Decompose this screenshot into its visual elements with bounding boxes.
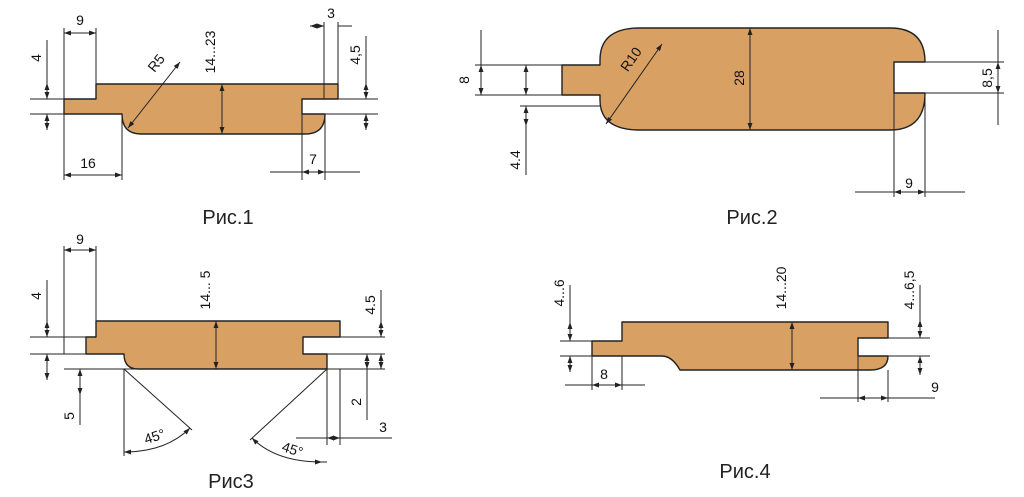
figure-4: 4...6 14...20 4...6,5 8 9 Рис.4 bbox=[551, 266, 939, 483]
fig3-dim-4-5: 4.5 bbox=[362, 295, 378, 315]
fig1-dim-thickness: 14...23 bbox=[202, 30, 218, 73]
fig4-dim-4-6: 4...6 bbox=[551, 279, 567, 306]
fig4-dim-8: 8 bbox=[600, 366, 608, 382]
fig1-caption: Рис.1 bbox=[202, 207, 253, 229]
fig1-dim-4: 4 bbox=[28, 54, 44, 62]
fig1-dim-7: 7 bbox=[309, 151, 317, 167]
fig4-caption: Рис.4 bbox=[719, 461, 770, 483]
fig1-dim-9: 9 bbox=[76, 12, 84, 28]
fig4-dim-4-6-5: 4...6,5 bbox=[901, 270, 917, 309]
fig4-profile bbox=[591, 321, 889, 371]
fig1-dim-3: 3 bbox=[327, 5, 335, 21]
figure-3: 9 4 14... 5 4.5 5 2 3 45° 45° Рис3 bbox=[28, 231, 392, 493]
fig2-dim-9: 9 bbox=[905, 175, 913, 191]
fig2-dim-4-4: 4.4 bbox=[507, 150, 523, 170]
fig4-dim-9: 9 bbox=[931, 379, 939, 395]
figure-2: 8 R10 28 8,5 4.4 9 Рис.2 bbox=[456, 27, 1004, 229]
fig3-dim-4: 4 bbox=[28, 292, 44, 300]
fig1-profile bbox=[63, 83, 339, 135]
fig2-caption: Рис.2 bbox=[726, 207, 777, 229]
fig3-profile bbox=[85, 320, 341, 370]
fig2-dim-8-5: 8,5 bbox=[979, 68, 995, 88]
figure-1: 9 3 4 4,5 14...23 R5 16 7 Рис.1 bbox=[28, 5, 378, 229]
fig1-dim-16: 16 bbox=[80, 155, 96, 171]
fig2-dim-28: 28 bbox=[731, 70, 747, 86]
fig3-dim-angle-left: 45° bbox=[142, 425, 167, 447]
fig3-dim-3: 3 bbox=[379, 419, 387, 435]
fig3-dim-angle-right: 45° bbox=[280, 438, 305, 460]
fig1-dim-4-5: 4,5 bbox=[347, 45, 363, 65]
fig3-caption: Рис3 bbox=[208, 471, 254, 493]
fig4-dim-thickness: 14...20 bbox=[773, 266, 789, 309]
fig3-dim-9: 9 bbox=[76, 231, 84, 247]
fig3-dim-2: 2 bbox=[348, 398, 364, 406]
fig3-dim-5: 5 bbox=[61, 412, 77, 420]
fig1-dim-radius: R5 bbox=[144, 51, 168, 75]
fig2-dim-8: 8 bbox=[456, 76, 472, 84]
fig3-dim-thickness: 14... 5 bbox=[197, 270, 213, 309]
